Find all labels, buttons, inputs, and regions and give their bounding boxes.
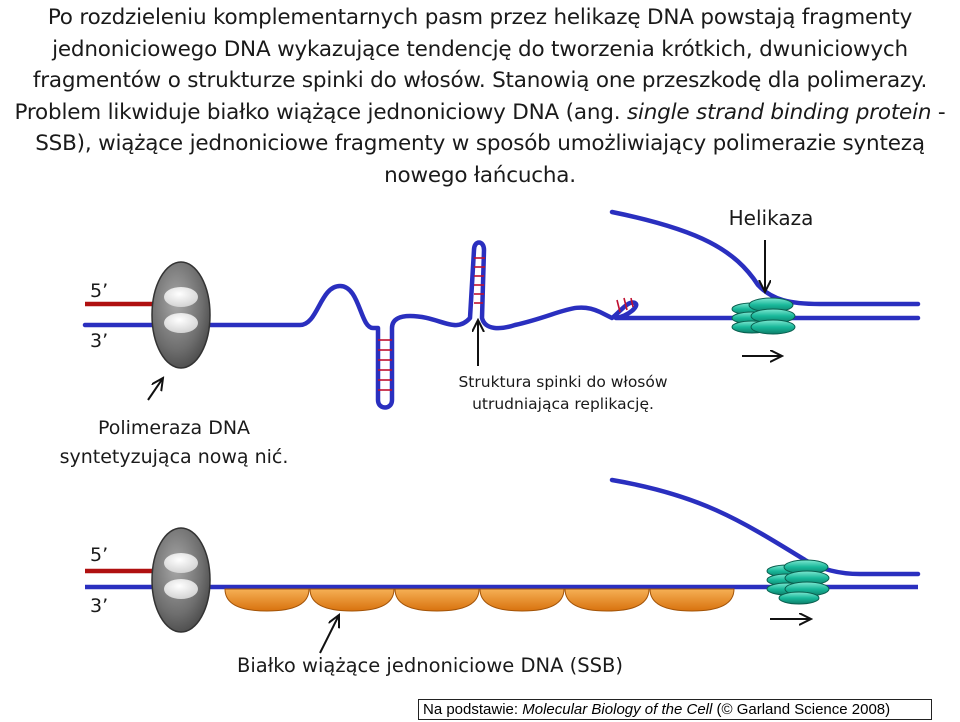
hairpin-label-line1: Struktura spinki do włosów (458, 373, 667, 391)
dna-polymerase-bottom (151, 527, 211, 633)
hairpin-rungs-lower (378, 339, 392, 391)
source-credit: Na podstawie: Molecular Biology of the C… (418, 699, 932, 720)
hairpin-label-line2: utrudniająca replikację. (472, 395, 654, 413)
three-prime-label-bottom: 3’ (90, 595, 108, 617)
helicase-label: Helikaza (729, 206, 814, 230)
intro-paragraph: Po rozdzieleniu komplementarnych pasm pr… (10, 2, 950, 191)
template-strand-lower (82, 240, 921, 410)
helicase-top (731, 297, 796, 335)
credit-source: Molecular Biology of the Cell (522, 701, 713, 718)
ssb-protein (224, 588, 310, 612)
ssb-protein (479, 588, 565, 612)
credit-suffix: (© Garland Science 2008) (712, 701, 891, 718)
intro-text-italic: single strand binding protein (626, 99, 932, 125)
ssb-protein (564, 588, 650, 612)
five-prime-label-bottom: 5’ (90, 544, 108, 566)
intro-text-1: Po rozdzieleniu komplementarnych pasm pr… (14, 5, 928, 125)
ssb-protein (309, 588, 395, 612)
polymerase-label-arrow (147, 378, 163, 401)
five-prime-label-top: 5’ (90, 280, 108, 302)
helicase-bottom (766, 559, 830, 605)
small-loop-rungs (616, 297, 634, 313)
intro-text-2: - SSB), wiążące jednoniciowe fragmenty w… (35, 99, 946, 188)
template-strand-upper-bottom (609, 477, 921, 577)
top-panel: Helikaza 5’ 3’ Polimeraza DNA syntetyzuj… (60, 206, 921, 468)
ssb-protein (649, 588, 735, 612)
credit-prefix: Na podstawie: (423, 701, 523, 718)
ssb-label-arrow (319, 615, 339, 654)
three-prime-label-top: 3’ (90, 330, 108, 352)
template-strand-upper (609, 209, 921, 307)
dna-polymerase-top (151, 261, 211, 369)
bottom-panel: 5’ 3’ Białko wiążące jednoniciowe DNA (S… (85, 477, 921, 677)
polymerase-label-line1: Polimeraza DNA (98, 417, 250, 439)
ssb-label: Białko wiążące jednoniciowe DNA (SSB) (237, 654, 623, 677)
ssb-protein (394, 588, 480, 612)
hairpin-rungs-upper (474, 257, 485, 304)
polymerase-label-line2: syntetyzująca nową nić. (60, 446, 289, 468)
ssb-proteins (224, 588, 735, 612)
